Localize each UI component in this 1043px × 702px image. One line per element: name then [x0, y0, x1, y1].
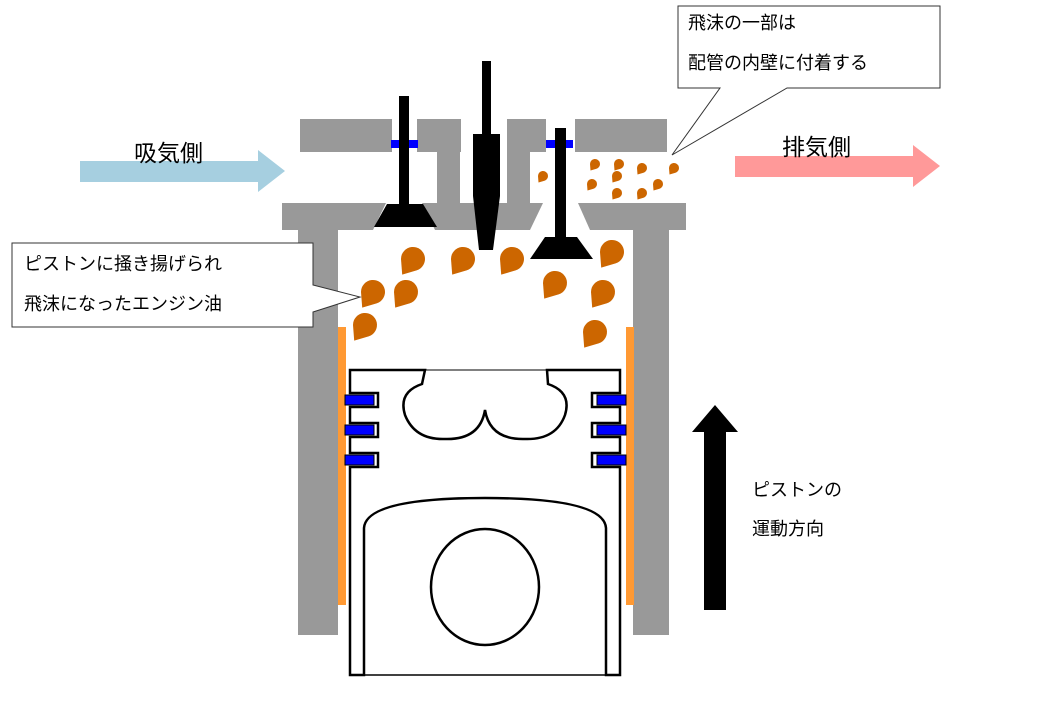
piston: [348, 368, 622, 677]
callout-box-right: [671, 5, 941, 156]
piston-motion-arrow: [692, 405, 738, 610]
intake-arrow: [80, 150, 285, 192]
oil-droplet: [352, 312, 377, 341]
cylinder-wall-right: [633, 230, 669, 635]
oil-droplet: [590, 279, 615, 308]
oil-film-right: [626, 327, 634, 605]
oil-droplet: [637, 162, 647, 175]
oil-droplet: [450, 246, 475, 275]
intake-side-label: 吸気側: [134, 141, 203, 167]
piston-motion-label-2: 運動方向: [752, 519, 824, 540]
oil-droplet: [400, 246, 425, 275]
oil-droplet: [611, 170, 622, 183]
callout-box-left: [11, 242, 362, 328]
oil-droplets: [352, 158, 679, 348]
oil-droplet: [587, 178, 597, 191]
oil-film-left: [338, 327, 346, 605]
oil-droplet: [537, 170, 548, 183]
oil-droplet: [611, 187, 622, 200]
fuel-injector: [473, 61, 500, 250]
exhaust-arrow: [735, 145, 940, 187]
exhaust-side-label: 排気側: [782, 135, 851, 161]
piston-motion-label-1: ピストンの: [752, 480, 842, 501]
oil-droplet: [637, 187, 647, 200]
callout-left-line-2: 飛沫になったエンジン油: [24, 294, 222, 315]
oil-droplet: [613, 158, 624, 171]
intake-valve: [374, 96, 437, 227]
callout-left-line-1: ピストンに掻き揚げられ: [24, 254, 222, 275]
oil-droplet: [542, 270, 567, 299]
callout-right-line-1: 飛沫の一部は: [688, 13, 796, 34]
oil-droplet: [499, 246, 524, 275]
oil-droplet: [589, 158, 600, 171]
oil-droplet: [652, 178, 663, 191]
cylinder-head: [282, 119, 686, 230]
oil-droplet: [582, 319, 607, 348]
oil-droplet: [393, 279, 418, 308]
callout-right-line-2: 配管の内壁に付着する: [688, 53, 868, 74]
exhaust-valve: [530, 128, 593, 259]
piston-rings: [344, 394, 627, 466]
oil-droplet: [599, 239, 624, 268]
piston-pin-bore: [429, 527, 541, 647]
oil-droplet: [668, 162, 679, 175]
oil-droplet: [360, 279, 385, 308]
